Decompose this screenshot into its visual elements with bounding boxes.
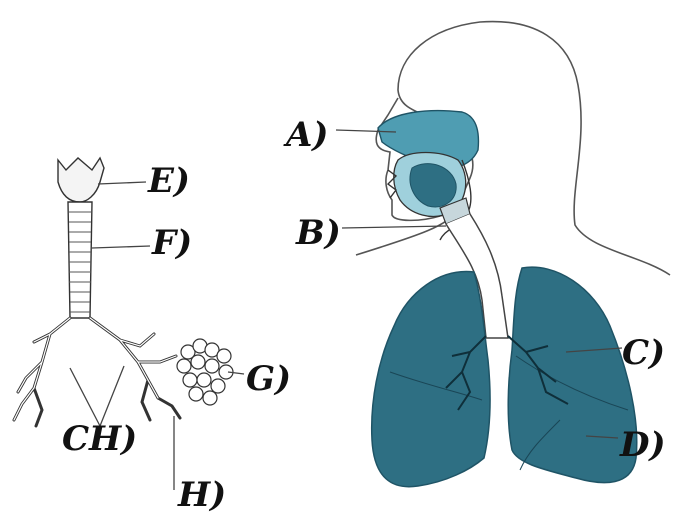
isolated-trachea: [68, 202, 92, 318]
leader-b: [342, 226, 446, 228]
leader-e: [98, 182, 146, 184]
label-ch: CH): [62, 422, 137, 456]
label-b: B): [296, 216, 341, 250]
alveoli-cluster: [177, 339, 233, 405]
label-e: E): [148, 164, 190, 198]
label-d: D): [620, 428, 666, 462]
leader-f: [92, 246, 150, 248]
leader-ch: [70, 366, 124, 426]
label-h: H): [178, 478, 226, 512]
label-a: A): [286, 118, 328, 152]
label-f: F): [152, 226, 192, 260]
right-lung: [508, 267, 637, 482]
label-c: C): [622, 336, 665, 370]
left-lung: [372, 272, 490, 487]
larynx-cartilage: [58, 158, 104, 202]
label-g: G): [246, 362, 291, 396]
